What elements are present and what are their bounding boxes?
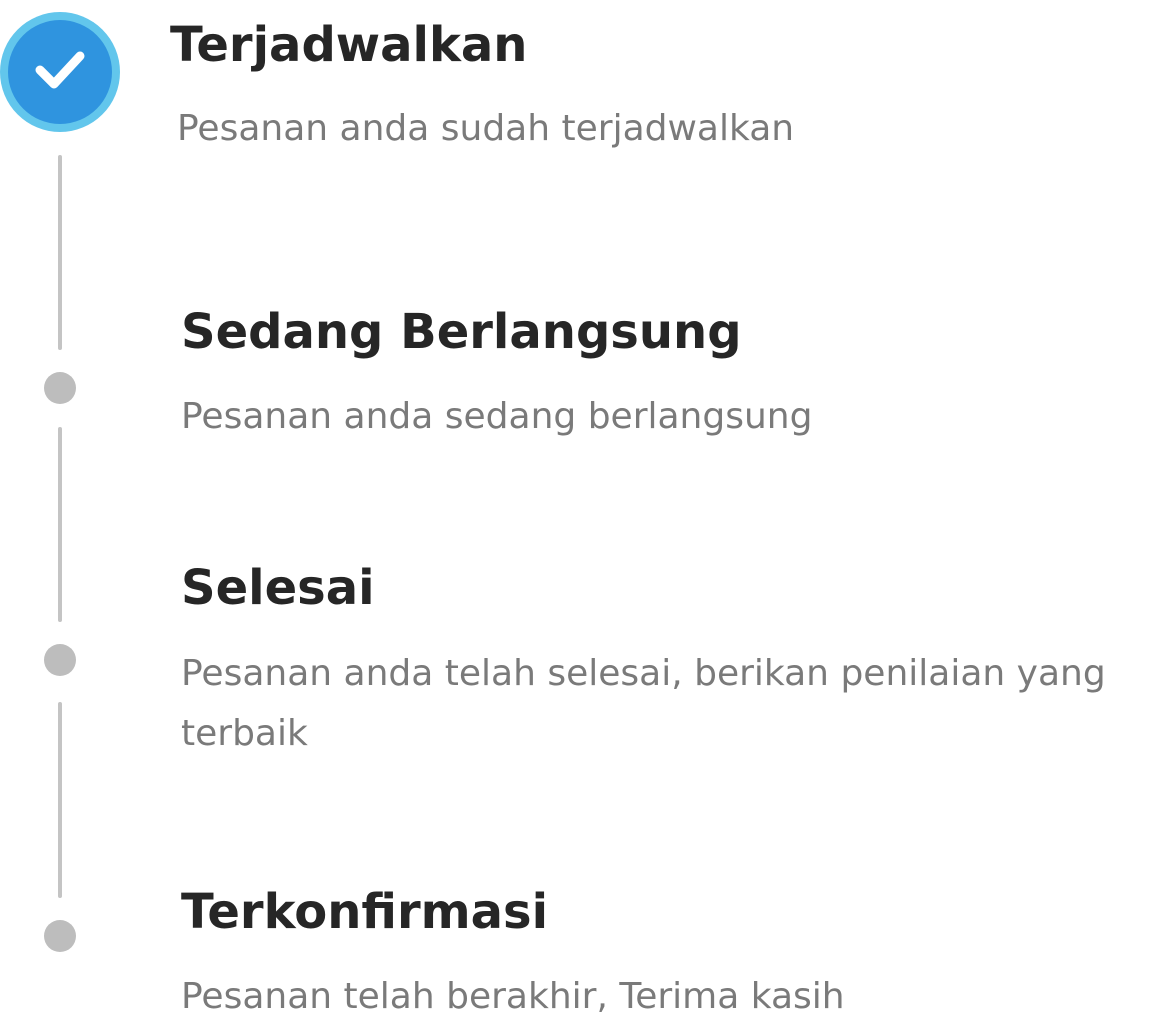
timeline-connector bbox=[58, 702, 62, 898]
timeline-connector bbox=[58, 427, 62, 622]
check-icon bbox=[35, 51, 85, 89]
step-description: Pesanan telah berakhir, Terima kasih bbox=[181, 976, 845, 1017]
step-description: Pesanan anda sudah terjadwalkan bbox=[177, 108, 795, 149]
dot-icon bbox=[44, 372, 76, 404]
step-completed-marker bbox=[0, 12, 120, 132]
step-title: Terjadwalkan bbox=[170, 17, 528, 73]
dot-icon bbox=[44, 920, 76, 952]
step-title: Sedang Berlangsung bbox=[181, 304, 742, 360]
step-title: Selesai bbox=[181, 560, 375, 616]
step-title: Terkonfirmasi bbox=[181, 884, 549, 940]
dot-icon bbox=[44, 644, 76, 676]
check-circle bbox=[8, 20, 112, 124]
step-description: Pesanan anda telah selesai, berikan peni… bbox=[181, 653, 1106, 754]
timeline-connector bbox=[58, 155, 62, 350]
step-description: Pesanan anda sedang berlangsung bbox=[181, 396, 813, 437]
